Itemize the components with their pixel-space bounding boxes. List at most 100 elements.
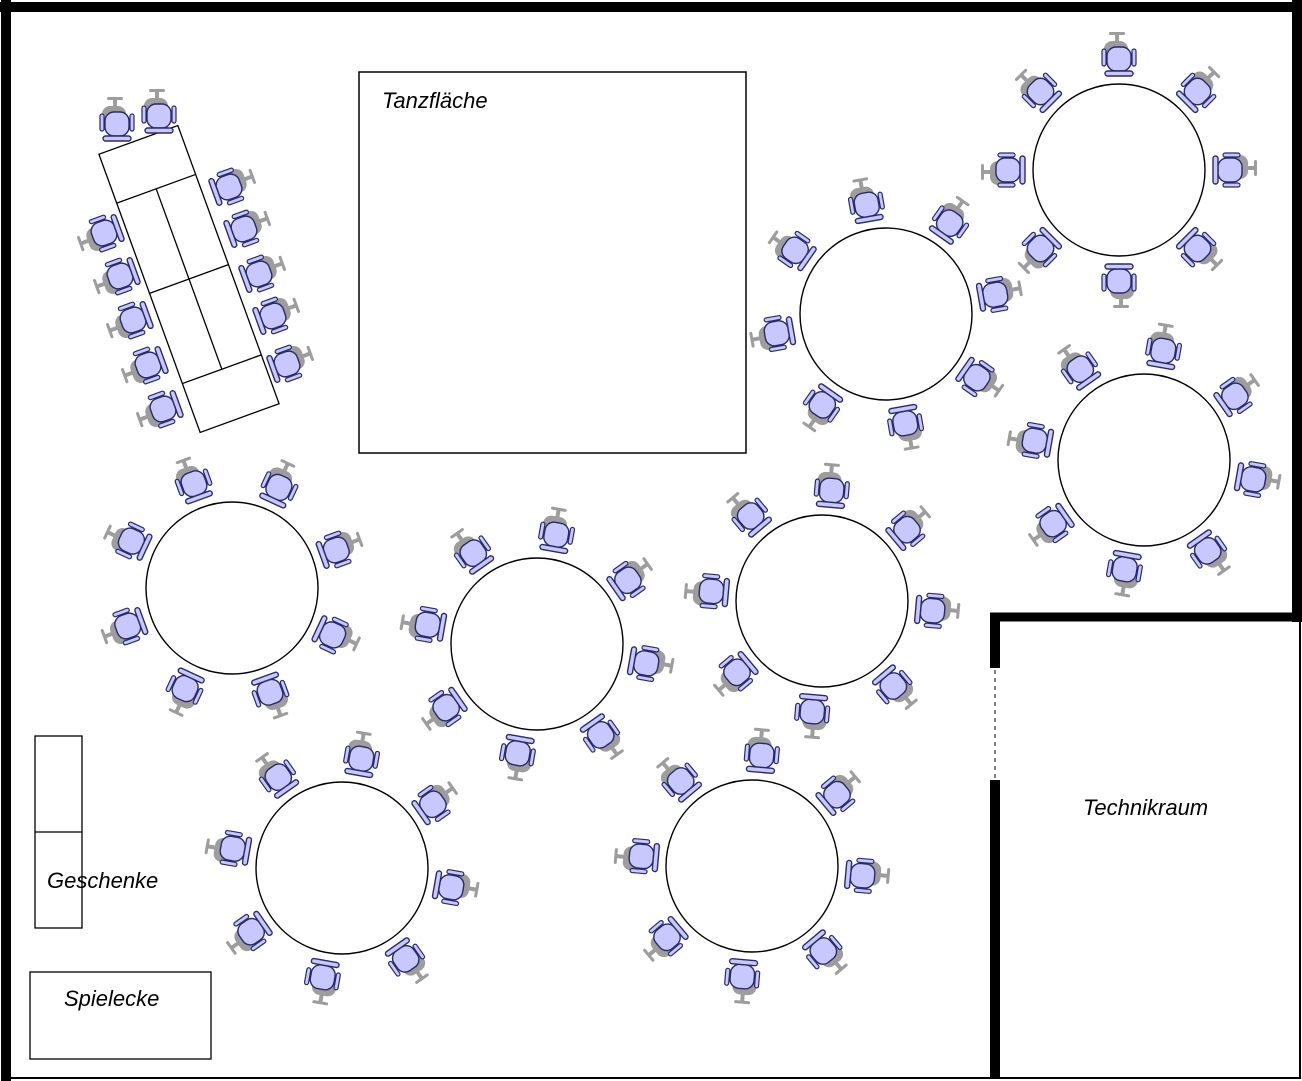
round-table-top: [799, 227, 973, 401]
chair-icon: [430, 866, 482, 910]
round-table-top: [1032, 83, 1206, 257]
round-table: [682, 461, 962, 741]
chair-icon: [1212, 152, 1258, 188]
chair-icon: [535, 504, 579, 556]
chair-icon: [925, 190, 980, 248]
chair-icon: [381, 934, 436, 992]
chair-icon: [603, 550, 661, 605]
chair-icon: [634, 912, 692, 969]
dance-floor: [358, 71, 747, 454]
round-table-top: [145, 501, 319, 675]
chair-icon: [300, 956, 344, 1008]
chair-icon: [413, 683, 471, 738]
round-table: [95, 451, 369, 725]
chair-icon: [1183, 526, 1238, 584]
chair-icon: [221, 203, 276, 252]
chair-icon: [882, 498, 940, 555]
chair-icon: [101, 297, 156, 346]
play-corner: [29, 971, 212, 1060]
chair-icon: [952, 353, 1010, 408]
round-table-top: [450, 557, 624, 731]
chair-icon: [131, 386, 186, 435]
round-table: [397, 504, 677, 784]
chair-icon: [88, 253, 143, 302]
chair-icon: [649, 748, 706, 806]
chair-icon: [704, 647, 762, 704]
chair-icon: [612, 836, 661, 876]
chair-icon: [168, 451, 217, 507]
chair-icon: [95, 603, 151, 652]
chair-icon: [443, 520, 498, 578]
chair-icon: [1210, 366, 1268, 421]
chair-icon: [762, 220, 820, 275]
chair-icon: [264, 338, 319, 387]
chair-icon: [340, 728, 384, 780]
tech-room-label: Technikraum: [1083, 795, 1208, 820]
round-table: [612, 726, 892, 1006]
chair-icon: [1102, 548, 1146, 600]
chair-icon: [397, 602, 449, 646]
chair-icon: [625, 642, 677, 686]
round-table: [746, 174, 1026, 454]
round-table: [1004, 320, 1284, 600]
chair-icon: [157, 665, 209, 721]
chair-icon: [99, 513, 155, 565]
round-table-top: [665, 779, 839, 953]
chair-icon: [206, 161, 261, 210]
chair-icon: [722, 957, 762, 1006]
play-corner-label: Spielecke: [64, 986, 159, 1011]
chair-icon: [248, 744, 303, 802]
chair-icon: [812, 763, 870, 820]
chair-icon: [812, 461, 852, 510]
chair-icon: [250, 290, 305, 339]
chair-icon: [1101, 263, 1137, 309]
chair-icon: [247, 669, 296, 725]
chair-icon: [255, 455, 307, 511]
round-tables: [95, 31, 1284, 1008]
chair-icon: [1008, 223, 1066, 281]
chair-icon: [202, 826, 254, 870]
gifts-label: Geschenke: [47, 868, 158, 893]
chair-icon: [843, 856, 892, 896]
chair-icon: [408, 774, 466, 829]
chair-icon: [742, 726, 782, 775]
round-table-top: [1057, 373, 1231, 547]
gifts-table: [34, 735, 83, 929]
chair-icon: [309, 611, 365, 663]
round-table: [202, 728, 482, 1008]
chair-icon: [576, 710, 631, 768]
chair-icon: [792, 692, 832, 741]
chair-icon: [1008, 59, 1066, 117]
chair-icon: [313, 524, 369, 573]
chair-icon: [1050, 336, 1105, 394]
chair-icon: [99, 96, 135, 142]
chair-icon: [719, 483, 776, 541]
long-table: [98, 124, 280, 434]
dance-floor-label: Tanzfläche: [382, 88, 488, 113]
chair-icon: [980, 152, 1026, 188]
chair-icon: [746, 312, 798, 356]
chair-icon: [913, 591, 962, 631]
chair-icon: [116, 342, 171, 391]
chair-icon: [141, 88, 177, 134]
chair-icon: [682, 571, 731, 611]
chair-icon: [1020, 499, 1078, 554]
chair-icon: [844, 174, 888, 226]
chair-icon: [792, 380, 847, 438]
chair-icon: [798, 926, 855, 984]
chair-icon: [884, 402, 928, 454]
chair-icon: [1004, 418, 1056, 462]
chair-icon: [236, 248, 291, 297]
chair-icon: [1142, 320, 1186, 372]
chair-icon: [1101, 31, 1137, 77]
chair-icon: [868, 661, 925, 719]
round-table-top: [735, 514, 909, 688]
chair-icon: [974, 272, 1026, 316]
chair-icon: [495, 732, 539, 784]
chair-icon: [72, 210, 127, 259]
tech-room-walls: [990, 612, 1300, 1079]
round-table: [980, 31, 1258, 309]
chair-icon: [1172, 59, 1230, 117]
chair-icon: [218, 907, 276, 962]
